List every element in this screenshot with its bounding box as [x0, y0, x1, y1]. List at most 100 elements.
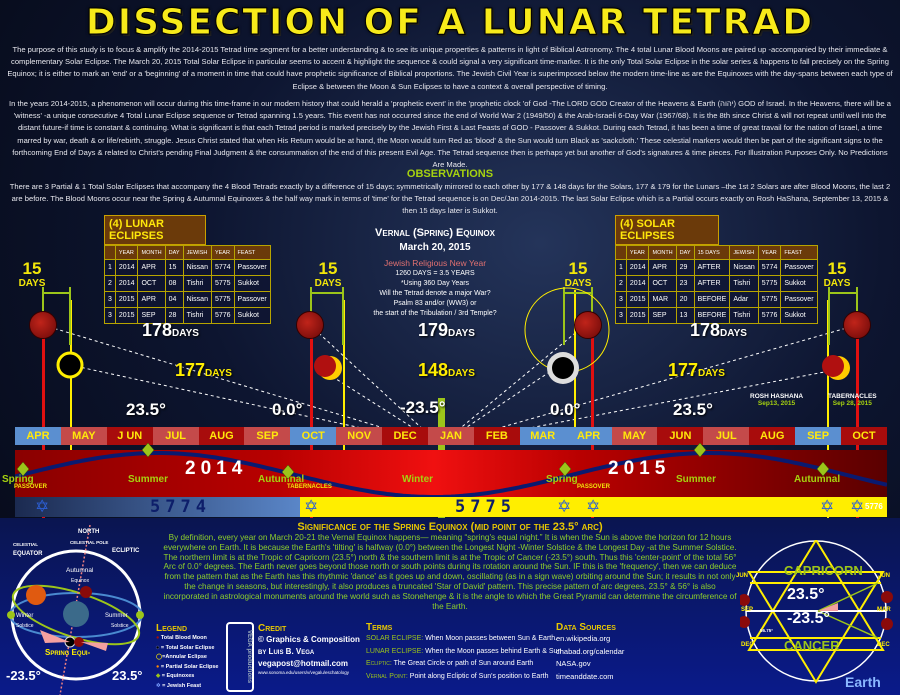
cancer-label: CANCER — [784, 638, 840, 653]
term-key: Ecliptic: — [366, 660, 392, 667]
term-item: LUNAR ECLIPSE: When the Moon passes behi… — [366, 646, 561, 659]
partial-eclipse-icon — [822, 355, 850, 380]
solar-column-header: MONTH — [648, 245, 677, 260]
legend-item: ● Total Blood Moon — [156, 635, 207, 641]
winter-label: Winter — [16, 613, 34, 619]
table-cell: 3 — [104, 307, 116, 324]
total-solar-eclipse-icon — [547, 352, 579, 384]
table-cell: SEP — [137, 307, 166, 324]
season-label: Summer — [128, 474, 169, 485]
solar-column-header: 15 DAYS — [693, 245, 731, 260]
observations-text: There are 3 Partial & 1 Total Solar Ecli… — [9, 182, 891, 216]
season-label: Winter — [402, 474, 434, 485]
table-cell: Sukkot — [780, 307, 818, 324]
significance-heading: Significance of the Spring Equinox (mid … — [297, 521, 603, 533]
month-cell: OCT — [841, 427, 887, 445]
solstice-label: Solstice — [16, 623, 34, 629]
lunar-span-label: 178DAYS — [690, 320, 747, 340]
month-cell: JAN — [428, 427, 474, 445]
feast-label: TABERNACLES — [287, 484, 332, 490]
days-label: DAYS — [564, 278, 592, 289]
source-link[interactable]: chabad.org/calendar — [556, 646, 625, 656]
observations-heading: OBSERVATIONS — [406, 168, 494, 180]
credit-line: © Graphics & Composition — [258, 635, 360, 644]
lunar-span-label: 179DAYS — [418, 320, 475, 340]
solar-span-label: 177DAYS — [668, 360, 725, 380]
month-cell: DEC — [382, 427, 429, 445]
angle-label: 56.75° — [760, 628, 774, 633]
month-cell: AUG — [198, 427, 245, 445]
equinox-line: the start of the Tribulation / 3rd Templ… — [373, 310, 497, 317]
star-of-david-icon: ✡ — [586, 497, 601, 516]
lunar-column-header: FEAST — [233, 245, 271, 260]
month-cell: APR — [15, 427, 61, 445]
season-label: Summer — [676, 474, 717, 485]
credit-url[interactable]: www.sonoma.edu/users/v/vegalu/eschatolog… — [258, 670, 350, 675]
jewish-year-5774-bar — [15, 497, 300, 517]
jewish-year-label: 5775 — [455, 497, 516, 517]
season-label: Spring — [546, 474, 578, 485]
table-cell: 13 — [675, 307, 695, 324]
legend-item: ✡ = Jewish Feast — [156, 682, 202, 689]
spring-equinox-label: Spring Equi- — [45, 648, 91, 657]
month-cell: OCT — [290, 427, 337, 445]
season-label: Spring — [2, 474, 34, 485]
term-item: Ecliptic: The Great Circle or path of Su… — [366, 658, 561, 671]
equinox-subtitle: Jewish Religious New Year — [383, 258, 487, 268]
table-cell: OCT — [648, 275, 677, 292]
month-cell: MAY — [611, 427, 658, 445]
table-cell: Sukkot — [233, 307, 271, 324]
table-cell: 20 — [675, 291, 695, 308]
intro-paragraph-2: In the years 2014-2015, a phenomenon wil… — [9, 99, 891, 170]
legend-item: ● = Partial Solar Eclipse — [156, 663, 219, 670]
feast-label: PASSOVER — [14, 484, 47, 490]
cancer-degree: -23.5° — [787, 610, 830, 627]
days-label: DAYS — [18, 278, 46, 289]
north-label: NORTH — [78, 529, 100, 535]
positive-tilt-label: 23.5° — [112, 668, 143, 683]
celestial-label: CELESTIAL — [13, 542, 39, 547]
sources-heading: Data Sources — [556, 622, 616, 633]
source-link[interactable]: en.wikipedia.org — [556, 634, 611, 643]
degree-label: 0.0° — [550, 400, 581, 419]
summer-label: Summer — [105, 613, 128, 619]
capricorn-degree: 23.5° — [787, 586, 825, 603]
month-cell: MAR — [519, 427, 566, 445]
celestial-pole-label: CELESTIAL POLE — [70, 540, 109, 545]
season-band — [15, 450, 887, 500]
source-link[interactable]: timeanddate.com — [556, 671, 614, 681]
blood-moon-icon — [29, 311, 57, 339]
bottom-section — [0, 518, 900, 695]
year-label: 2014 — [185, 458, 248, 479]
equinox-title: Vernal (Spring) Equinox — [375, 227, 495, 239]
term-value: The Great Circle or path of Sun around E… — [393, 660, 534, 667]
partial-eclipse-icon — [314, 355, 342, 380]
jewish-year-5775-bar — [300, 497, 887, 517]
fifteen-label: 15 — [568, 259, 588, 278]
term-key: SOLAR ECLIPSE: — [366, 635, 424, 642]
degree-label: 0.0° — [272, 400, 303, 419]
month-cell: AUG — [749, 427, 796, 445]
source-link[interactable]: NASA.gov — [556, 659, 591, 668]
page-title: DISSECTION OF A LUNAR TETRAD — [85, 2, 815, 44]
credit-email[interactable]: vegapost@hotmail.com — [258, 659, 349, 668]
table-cell: Tishri — [182, 275, 212, 292]
solar-column-header: YEAR — [625, 245, 650, 260]
fifteen-label: 15 — [22, 259, 42, 278]
days-label: DAYS — [314, 278, 342, 289]
jun-label: JUN — [878, 573, 891, 579]
annular-eclipse-icon — [56, 351, 84, 379]
lunar-column-header: JEWISH — [182, 245, 212, 260]
ecliptic-label: ECLIPTIC — [112, 548, 140, 554]
jun-label: JUN — [736, 573, 749, 579]
jewish-year-label: 5776 — [865, 502, 883, 511]
term-key: LUNAR ECLIPSE: — [366, 647, 424, 655]
